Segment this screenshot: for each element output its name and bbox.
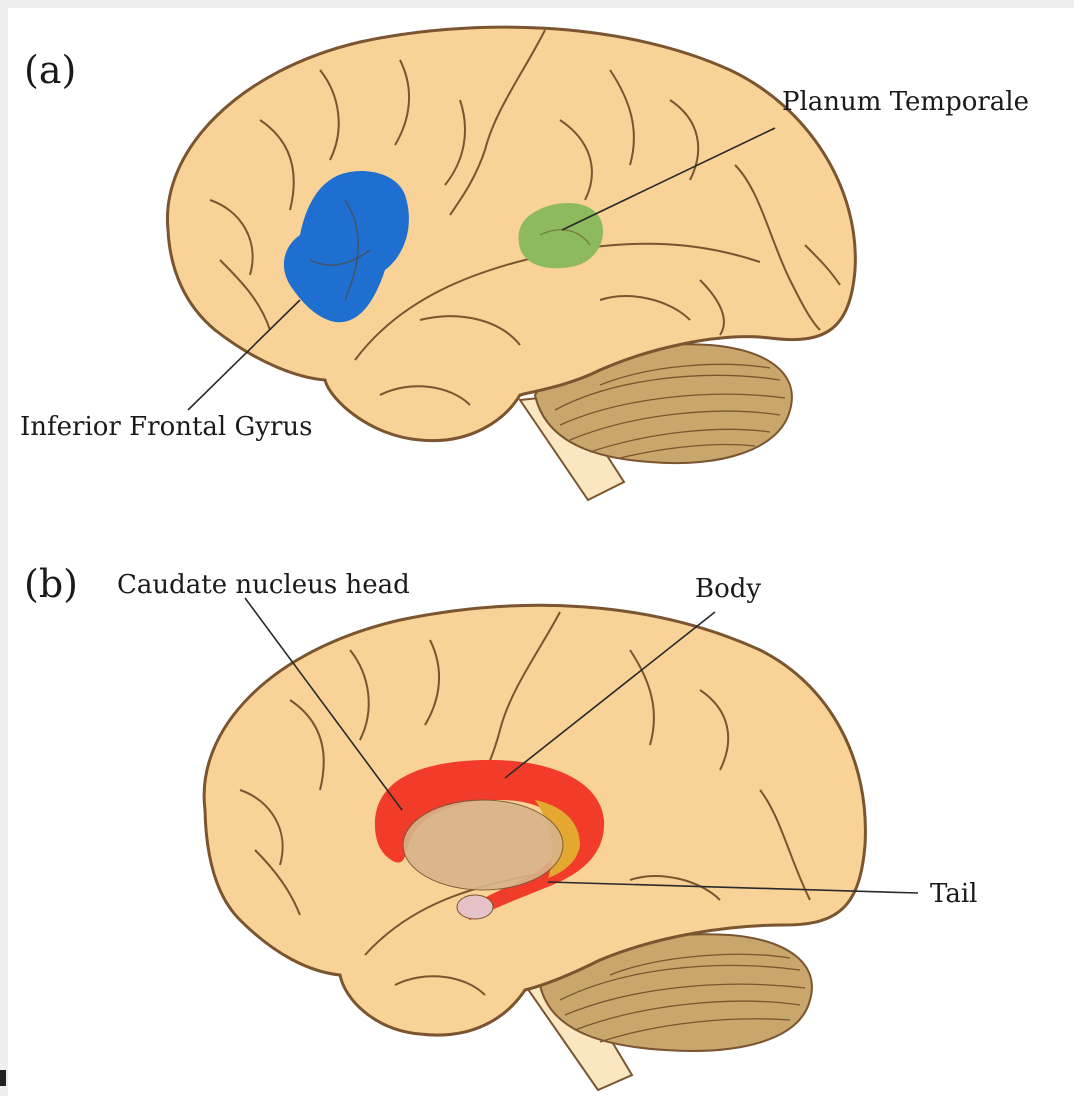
panel-a-brain-illustration bbox=[165, 25, 857, 502]
panel-b-thalamus bbox=[402, 799, 564, 891]
corner-mark bbox=[0, 1070, 6, 1086]
panel-b-letter: (b) bbox=[24, 562, 78, 606]
panel-b-amygdala bbox=[456, 894, 494, 920]
body-label: Body bbox=[695, 574, 762, 604]
panel-b-brain-illustration bbox=[202, 597, 919, 1092]
planum-temporale-leader-line bbox=[561, 127, 776, 231]
panel-b-cerebellum bbox=[538, 933, 813, 1052]
caudate-head-leader-line bbox=[244, 597, 403, 811]
inferior-frontal-gyrus-leader-line bbox=[187, 299, 301, 411]
panel-b-caudate-nucleus bbox=[374, 760, 605, 920]
inferior-frontal-gyrus-label: Inferior Frontal Gyrus bbox=[20, 412, 313, 442]
frame-top-border bbox=[0, 0, 1074, 8]
planum-temporale-label: Planum Temporale bbox=[782, 87, 1030, 117]
panel-a-inferior-frontal-gyrus-region bbox=[283, 171, 409, 323]
panel-a-cerebrum bbox=[165, 25, 857, 443]
panel-a-planum-temporale-region bbox=[518, 202, 604, 269]
tail-leader-line bbox=[547, 881, 919, 894]
frame-left-border bbox=[0, 0, 8, 1096]
caudate-head-label: Caudate nucleus head bbox=[117, 570, 410, 600]
body-leader-line bbox=[504, 611, 716, 779]
panel-a-letter: (a) bbox=[24, 48, 77, 92]
panel-b-leader-lines bbox=[244, 597, 919, 894]
tail-label: Tail bbox=[930, 879, 978, 909]
panel-a-leader-lines bbox=[187, 127, 776, 411]
